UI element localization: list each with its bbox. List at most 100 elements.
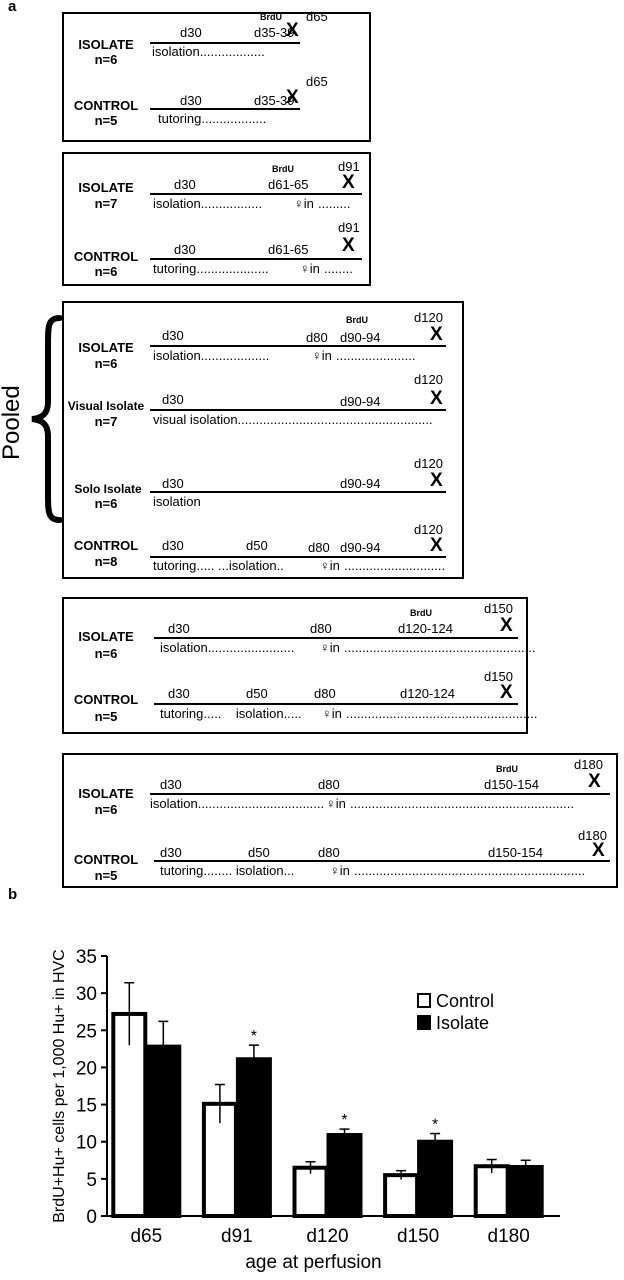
start-day: d30 — [174, 242, 196, 257]
female-introduced: ♀in — [320, 558, 340, 573]
perfusion-mark: X — [430, 470, 443, 491]
mid-day: d80 — [314, 686, 336, 701]
bar-control-d150 — [383, 1173, 420, 1218]
mid-day: d50 — [246, 538, 268, 553]
start-day: d30 — [174, 177, 196, 192]
treatment: visual isolation........................… — [153, 412, 433, 427]
end-day: d65 — [306, 74, 328, 89]
brdu-days: d61-65 — [268, 242, 309, 257]
mid-day: d80 — [310, 621, 332, 636]
start-day: d30 — [168, 686, 190, 701]
pooled-brace — [31, 315, 63, 523]
female-introduced: ♀in — [320, 640, 340, 655]
y-axis-label: BrdU+Hu+ cells per 1,000 Hu+ in HVC — [51, 949, 68, 1222]
legend-label-isolate: Isolate — [436, 1013, 489, 1033]
treatment: isolation................. — [153, 196, 263, 211]
mid-day: d50 — [248, 845, 270, 860]
end-day: d150 — [484, 669, 513, 684]
group-n: n=6 — [94, 52, 118, 67]
female-introduced: ♀in — [326, 796, 346, 811]
bar-isolate-d180 — [507, 1164, 544, 1219]
timeline — [150, 108, 300, 110]
start-day: d30 — [160, 845, 182, 860]
y-tick-label: 20 — [76, 1058, 97, 1079]
end-day: d180 — [574, 757, 603, 772]
group-name: Visual Isolate — [67, 399, 145, 413]
panel-b-label: b — [8, 886, 18, 903]
experiment-4-box — [62, 597, 528, 734]
timeline — [150, 793, 610, 795]
timeline — [154, 860, 610, 862]
treatment-tail: ........ — [324, 261, 353, 276]
brdu-days: d90-94 — [340, 476, 381, 491]
start-day: d30 — [168, 621, 190, 636]
brdu-days: d90-94 — [340, 540, 381, 555]
treatment-tail: ........................................… — [344, 640, 536, 655]
y-tick-label: 10 — [76, 1133, 97, 1154]
timeline — [150, 556, 446, 558]
start-day: d30 — [162, 392, 184, 407]
end-day: d65 — [306, 9, 328, 24]
end-day: d120 — [414, 372, 443, 387]
timeline — [150, 491, 446, 493]
female-introduced: ♀in — [330, 863, 350, 878]
bar-isolate-d65 — [145, 1044, 182, 1218]
group-name: ISOLATE — [78, 340, 134, 355]
group-name: ISOLATE — [78, 37, 134, 52]
group-n: n=7 — [94, 414, 118, 429]
start-day: d30 — [180, 93, 202, 108]
significance-marker: * — [341, 1112, 347, 1129]
treatment: isolation...............................… — [150, 796, 325, 811]
group-name: CONTROL — [73, 538, 139, 553]
end-day: d150 — [484, 601, 513, 616]
y-tick-label: 35 — [76, 947, 97, 968]
group-name: CONTROL — [73, 98, 139, 113]
treatment: tutoring.................. — [158, 111, 267, 126]
x-tick-label: d65 — [130, 1226, 162, 1247]
group-n: n=6 — [94, 802, 118, 817]
brdu-days: d120-124 — [400, 686, 455, 701]
timeline — [150, 193, 362, 195]
brdu-marker: BrdU — [346, 315, 368, 325]
mid-day: d80 — [318, 845, 340, 860]
mid-day: d80 — [306, 330, 328, 345]
treatment: isolation................... — [153, 348, 270, 363]
brdu-days: d61-65 — [268, 177, 309, 192]
group-name: CONTROL — [73, 249, 139, 264]
y-tick-label: 5 — [86, 1170, 97, 1191]
group-n: n=6 — [94, 264, 118, 279]
female-introduced: ♀in — [300, 261, 320, 276]
treatment-tail: ............................ — [344, 558, 446, 573]
treatment-tail: ........................................… — [350, 796, 574, 811]
group-n: n=7 — [94, 196, 118, 211]
x-tick-label: d91 — [221, 1226, 253, 1247]
bar-isolate-d150 — [417, 1139, 454, 1218]
perfusion-mark: X — [342, 172, 355, 193]
timeline — [154, 703, 518, 705]
end-day: d120 — [414, 522, 443, 537]
start-day: d30 — [162, 538, 184, 553]
end-day: d180 — [578, 828, 607, 843]
group-name: ISOLATE — [78, 180, 134, 195]
perfusion-mark: X — [342, 235, 355, 256]
legend-swatch-isolate — [417, 1015, 431, 1030]
x-axis-label: age at perfusion — [245, 1252, 381, 1273]
group-n: n=5 — [94, 709, 118, 724]
y-tick-label: 30 — [76, 984, 97, 1005]
experiment-2-box — [62, 152, 371, 286]
brdu-marker: BrdU — [260, 12, 282, 22]
treatment-tail: ........................................… — [354, 863, 586, 878]
timeline — [150, 42, 300, 44]
group-name: Solo Isolate — [74, 482, 142, 496]
panel-a-label: a — [8, 0, 17, 15]
group-n: n=6 — [94, 496, 118, 511]
timeline — [150, 258, 362, 260]
brdu-marker: BrdU — [410, 608, 432, 618]
perfusion-mark: X — [592, 840, 605, 861]
treatment-tail: ......... — [318, 196, 351, 211]
bar-control-d65 — [111, 1011, 148, 1218]
timeline — [150, 345, 446, 347]
brdu-marker: BrdU — [496, 764, 518, 774]
brdu-days: d35-39 — [254, 93, 295, 108]
